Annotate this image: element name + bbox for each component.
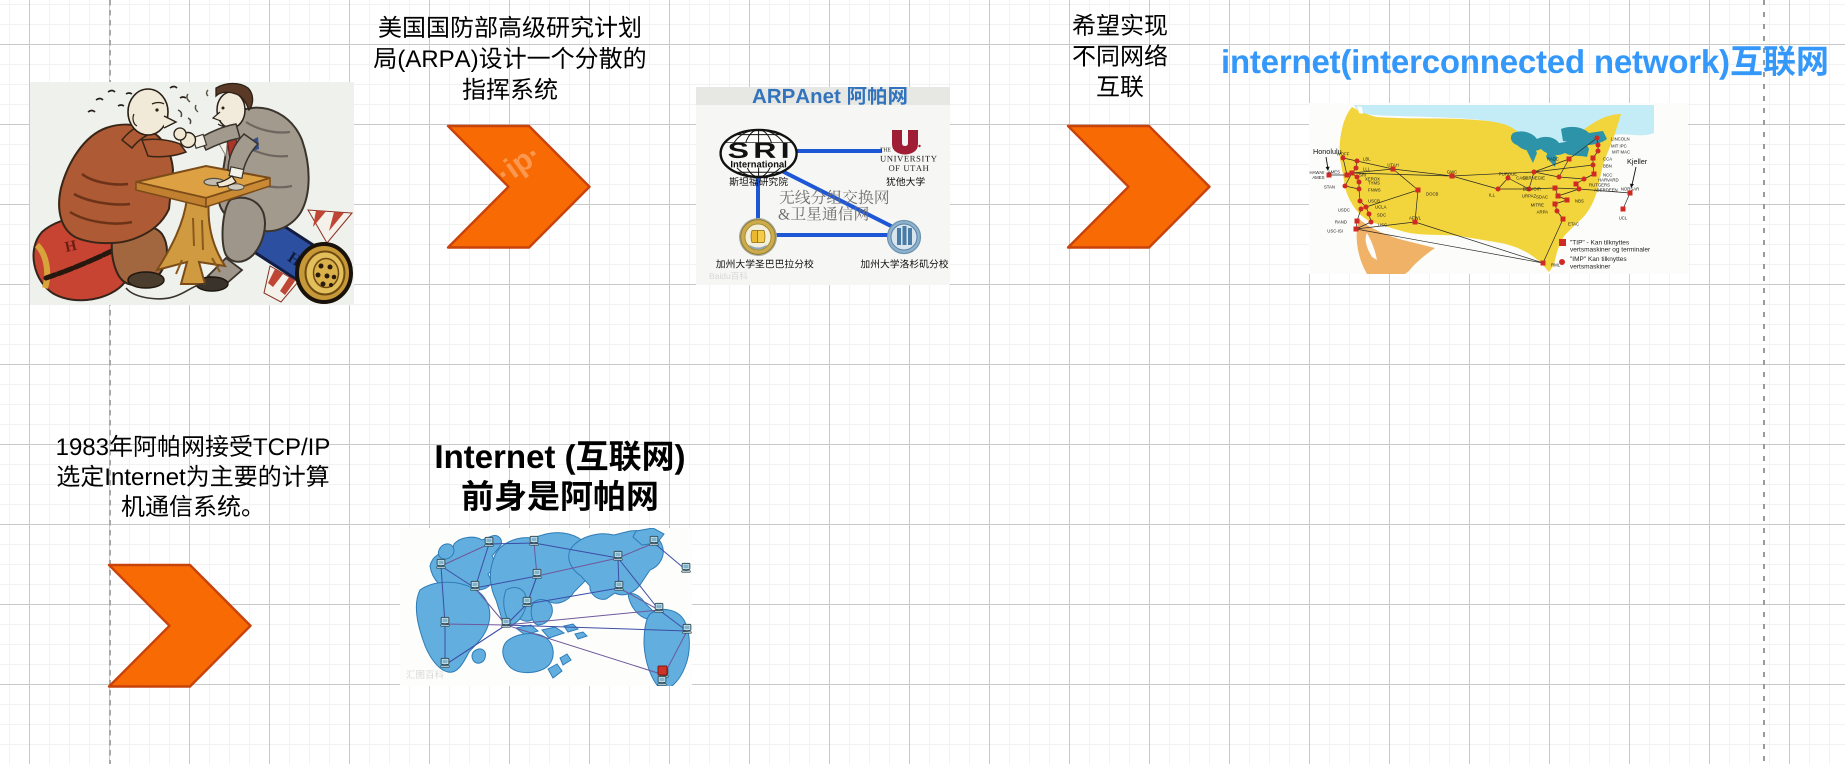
svg-text:Kjeller: Kjeller bbox=[1627, 157, 1648, 166]
svg-text:CASE: CASE bbox=[1516, 176, 1528, 181]
svg-text:STAN: STAN bbox=[1324, 185, 1335, 190]
svg-text:LLL: LLL bbox=[1363, 167, 1371, 172]
svg-text:SDC: SDC bbox=[1377, 213, 1386, 218]
svg-text:NBS: NBS bbox=[1575, 199, 1584, 204]
svg-text:WOFF: WOFF bbox=[1337, 152, 1350, 157]
svg-text:GWC: GWC bbox=[1447, 170, 1458, 175]
svg-text:vertsmaskiner og terminaler: vertsmaskiner og terminaler bbox=[1570, 247, 1651, 254]
svg-text:NORSAR: NORSAR bbox=[1621, 187, 1639, 192]
svg-text:AMES: AMES bbox=[1312, 175, 1324, 180]
svg-text:ABERDEEN: ABERDEEN bbox=[1594, 188, 1618, 193]
svg-text:HARVARD: HARVARD bbox=[1598, 178, 1619, 183]
svg-text:USCB: USCB bbox=[1368, 199, 1380, 204]
svg-text:"TIP" - Kan tilknyttes: "TIP" - Kan tilknyttes bbox=[1570, 240, 1630, 247]
svg-text:CCA: CCA bbox=[1603, 157, 1612, 162]
svg-text:BELVOIR: BELVOIR bbox=[1523, 187, 1541, 192]
svg-text:FNWS: FNWS bbox=[1368, 188, 1381, 193]
svg-text:URPAZ: URPAZ bbox=[1522, 194, 1537, 199]
svg-text:AFWL: AFWL bbox=[1409, 216, 1422, 221]
svg-text:LBL: LBL bbox=[1363, 157, 1371, 162]
svg-text:RAND: RAND bbox=[1335, 220, 1347, 225]
svg-text:MIT IPC: MIT IPC bbox=[1611, 144, 1627, 149]
svg-text:CARNEGIE: CARNEGIE bbox=[1523, 176, 1546, 181]
svg-text:ARPA: ARPA bbox=[1537, 210, 1549, 215]
svg-text:USC: USC bbox=[1378, 223, 1387, 228]
svg-text:TYMS: TYMS bbox=[1368, 181, 1380, 186]
svg-text:DOCB: DOCB bbox=[1426, 192, 1439, 197]
svg-text:UCLA: UCLA bbox=[1375, 205, 1387, 210]
svg-text:H: H bbox=[64, 238, 79, 256]
svg-text:UTAH: UTAH bbox=[1387, 163, 1398, 168]
svg-text:RADC: RADC bbox=[1547, 157, 1559, 162]
svg-text:USDC: USDC bbox=[1338, 208, 1350, 213]
svg-text:USC-ISI: USC-ISI bbox=[1327, 229, 1343, 234]
svg-text:UCL: UCL bbox=[1619, 216, 1628, 221]
svg-text:Honolulu: Honolulu bbox=[1313, 147, 1342, 156]
svg-text:MITRE: MITRE bbox=[1531, 203, 1545, 208]
svg-text:SDAC: SDAC bbox=[1536, 195, 1548, 200]
svg-text:HAWAII: HAWAII bbox=[1310, 170, 1325, 175]
svg-text:AMES: AMES bbox=[1328, 170, 1340, 175]
svg-text:XEROX: XEROX bbox=[1365, 177, 1380, 182]
svg-text:PURDUE: PURDUE bbox=[1499, 172, 1517, 177]
svg-text:BBN: BBN bbox=[1603, 164, 1612, 169]
svg-text:NCC: NCC bbox=[1603, 173, 1612, 178]
svg-text:vertsmaskiner: vertsmaskiner bbox=[1570, 264, 1611, 271]
svg-text:"IMP" Kan tilknyttes: "IMP" Kan tilknyttes bbox=[1570, 256, 1627, 263]
svg-text:MIT MAC: MIT MAC bbox=[1612, 150, 1630, 155]
svg-text:ETAC: ETAC bbox=[1568, 222, 1579, 227]
svg-text:SRI: SRI bbox=[1359, 173, 1366, 178]
svg-text:ILL: ILL bbox=[1489, 193, 1496, 198]
svg-text:RUTGERS: RUTGERS bbox=[1589, 183, 1610, 188]
svg-text:LINCOLN: LINCOLN bbox=[1611, 137, 1630, 142]
svg-text:RML: RML bbox=[1551, 263, 1561, 268]
